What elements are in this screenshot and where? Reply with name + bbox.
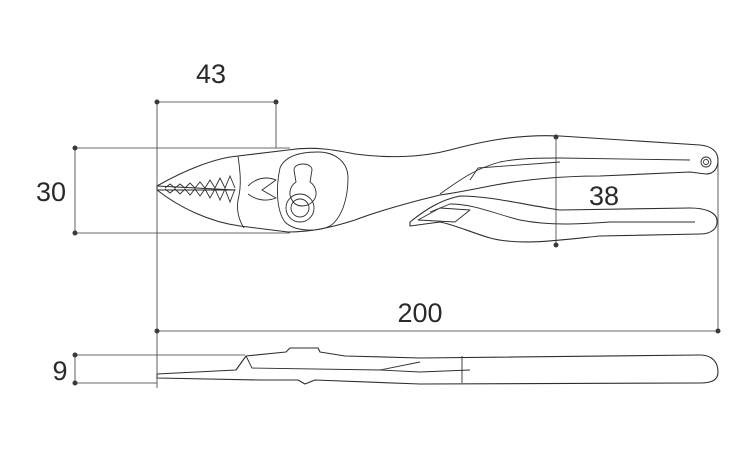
dim-thickness-label: 9	[52, 356, 67, 386]
dim-head-width-label: 30	[36, 177, 66, 207]
dim-30-dot-bottom	[72, 230, 78, 236]
dim-overall-length-label: 200	[397, 298, 442, 328]
pliers-side-view	[156, 347, 719, 385]
cutter-edge	[247, 177, 277, 201]
dimension-labels: 43 30 38 200 9	[36, 59, 619, 386]
pliers-top-view	[156, 135, 719, 243]
dim-38-dot-top	[553, 134, 559, 140]
dim-handle-spread-label: 38	[589, 181, 619, 211]
jaw-teeth	[164, 174, 236, 204]
dim-38-dot-bottom	[553, 242, 559, 248]
lower-handle-inset	[417, 207, 471, 223]
lower-handle	[409, 195, 718, 243]
dim-30-dot-top	[72, 145, 78, 151]
dim-43-dot-right	[273, 99, 279, 105]
dim-43-dot-left	[154, 99, 160, 105]
pivot-keyhole	[289, 163, 317, 207]
dim-9-dot-top	[72, 352, 78, 358]
jaw-throat	[237, 155, 245, 229]
upper-handle-groove-2	[469, 161, 561, 181]
dimension-lines	[72, 99, 721, 388]
upper-handle-groove	[439, 157, 691, 195]
side-jaw-line	[245, 355, 421, 371]
dim-200-dot-right	[715, 328, 721, 334]
dim-jaw-length-label: 43	[196, 59, 226, 89]
dim-200-dot-left	[154, 328, 160, 334]
dim-9-dot-bottom	[72, 380, 78, 386]
side-profile	[156, 347, 719, 385]
handle-end-hole	[700, 156, 712, 168]
pivot-rivet-inner	[290, 198, 310, 218]
upper-jaw-and-handle	[156, 135, 719, 233]
side-inner-line	[379, 369, 471, 373]
handle-end-hole-inner	[703, 159, 709, 165]
pivot-rivet-outer	[285, 193, 315, 223]
lower-handle-groove	[429, 203, 695, 225]
pivot-plate	[277, 151, 349, 231]
